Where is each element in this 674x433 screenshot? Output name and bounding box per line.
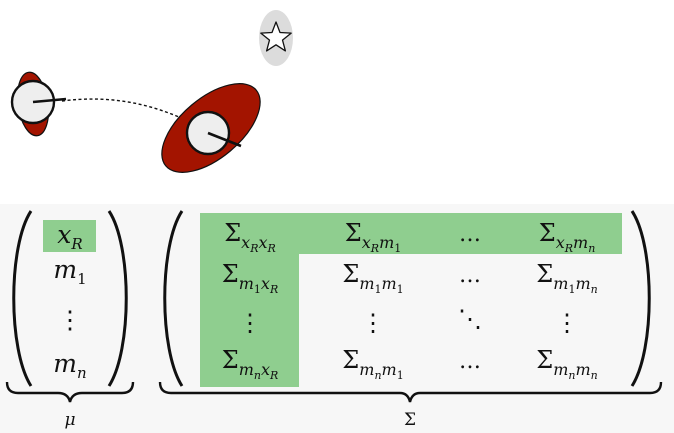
- cov-hdots: …: [459, 349, 481, 374]
- mean-entry-robot: xR: [57, 220, 82, 253]
- cov-cell-mn-mn: Σmnmn: [536, 346, 598, 382]
- cov-hdots: …: [459, 263, 481, 288]
- robot-pose-icon: [10, 79, 67, 125]
- right-paren: [630, 210, 651, 387]
- highlight-robot-mean: [43, 220, 96, 252]
- mu-label: μ: [64, 410, 75, 430]
- mean-vector: xR m1 ⋮ mn μ: [5, 210, 135, 430]
- cov-vdots: ⋮: [555, 309, 579, 337]
- cov-cell-mn-m1: Σmnm1: [342, 346, 403, 382]
- cov-cell-m1-m1: Σm1m1: [342, 260, 403, 296]
- cov-vdots: ⋮: [361, 309, 385, 337]
- cov-cell-m1-xR: Σm1xR: [222, 260, 278, 296]
- cov-hdots: …: [459, 222, 481, 247]
- cov-cell-xR-m1: ΣxRm1: [345, 219, 401, 255]
- cov-cell-mn-xR: ΣmnxR: [222, 346, 279, 382]
- left-paren: [163, 210, 184, 387]
- robot-pose-icon: [185, 110, 242, 156]
- mean-entry-landmark-1: m1: [53, 255, 86, 288]
- highlight-robot-row: [200, 213, 622, 254]
- cov-ddots: ⋱: [458, 305, 482, 333]
- cov-vdots: ⋮: [238, 309, 262, 337]
- highlight-robot-column: [200, 254, 299, 387]
- mean-entry-vdots: ⋮: [58, 305, 83, 334]
- trajectory-dashed: [61, 98, 191, 123]
- cov-cell-xR-mn: ΣxRmn: [539, 219, 596, 255]
- underbrace-mu: [5, 381, 135, 403]
- scene: [10, 10, 293, 173]
- right-paren: [107, 210, 128, 387]
- underbrace-sigma: [158, 381, 663, 403]
- cov-cell-m1-mn: Σm1mn: [536, 260, 597, 296]
- mean-entry-landmark-n: mn: [53, 349, 86, 382]
- cov-cell-xR-xR: ΣxRxR: [224, 219, 276, 255]
- landmark-star-icon: [259, 10, 293, 66]
- left-paren: [12, 210, 33, 387]
- sigma-label: Σ: [404, 410, 416, 430]
